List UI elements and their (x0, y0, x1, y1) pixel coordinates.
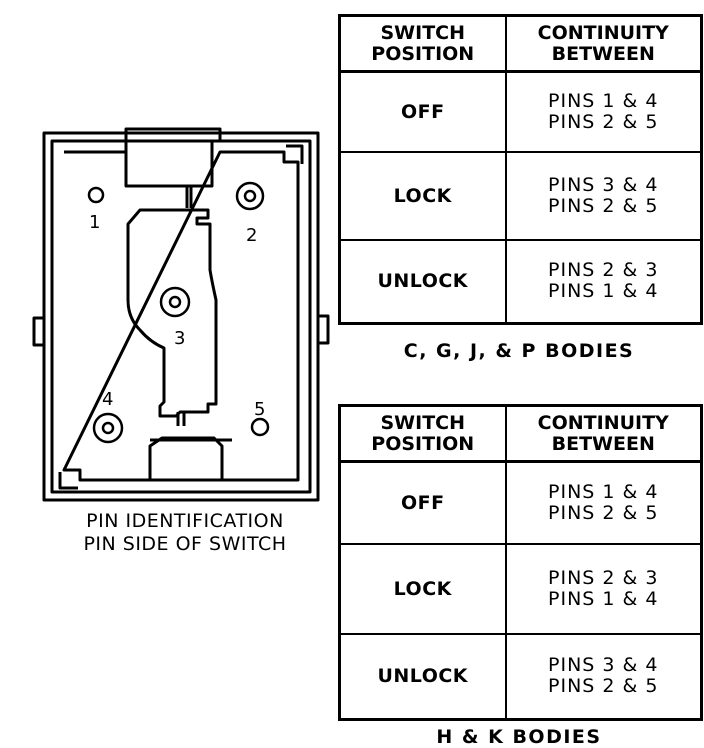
header-continuity-between: CONTINUITY BETWEEN (504, 404, 703, 463)
continuity-cell: PINS 2 & 3 PINS 1 & 4 (504, 542, 703, 635)
table-row: OFF PINS 1 & 4 PINS 2 & 5 (338, 70, 703, 153)
pin-4-label: 4 (102, 389, 113, 410)
pin-5 (250, 417, 270, 437)
table-row: OFF PINS 1 & 4 PINS 2 & 5 (338, 460, 703, 545)
header-continuity-between: CONTINUITY BETWEEN (504, 14, 703, 73)
pin-2 (235, 181, 265, 211)
switch-position-cell: UNLOCK (338, 632, 507, 721)
header-switch-position: SWITCH POSITION (338, 14, 507, 73)
table-header-row: SWITCH POSITION CONTINUITY BETWEEN (338, 404, 703, 463)
lower-contact-block (148, 436, 224, 480)
table-row: UNLOCK PINS 3 & 4 PINS 2 & 5 (338, 632, 703, 721)
continuity-cell: PINS 2 & 3 PINS 1 & 4 (504, 238, 703, 325)
switch-housing-outer (42, 131, 320, 502)
switch-position-cell: OFF (338, 70, 507, 153)
continuity-cell: PINS 1 & 4 PINS 2 & 5 (504, 460, 703, 545)
pin-3 (159, 286, 191, 318)
continuity-cell: PINS 3 & 4 PINS 2 & 5 (504, 150, 703, 241)
switch-position-cell: OFF (338, 460, 507, 545)
left-tab (32, 316, 44, 347)
caption-line-2: PIN SIDE OF SWITCH (83, 533, 287, 555)
caption-line-1: PIN IDENTIFICATION (86, 510, 284, 532)
pin-5-label: 5 (254, 399, 265, 420)
top-tab (124, 127, 222, 141)
pin-2-label: 2 (246, 225, 257, 246)
table-row: LOCK PINS 3 & 4 PINS 2 & 5 (338, 150, 703, 241)
corner-notch-top-right (286, 144, 304, 164)
continuity-cell: PINS 1 & 4 PINS 2 & 5 (504, 70, 703, 153)
continuity-cell: PINS 3 & 4 PINS 2 & 5 (504, 632, 703, 721)
pin-4 (92, 412, 124, 444)
continuity-table-hk: SWITCH POSITION CONTINUITY BETWEEN OFF P… (338, 404, 703, 721)
center-slider (126, 208, 218, 418)
corner-notch-bottom-left (58, 472, 78, 490)
switch-face (62, 150, 300, 482)
continuity-table-cgjp: SWITCH POSITION CONTINUITY BETWEEN OFF P… (338, 14, 703, 325)
switch-pin-diagram: 1 2 3 4 5 (32, 127, 330, 502)
diagram-caption: PIN IDENTIFICATION PIN SIDE OF SWITCH (40, 510, 330, 556)
pin-1-label: 1 (89, 212, 100, 233)
header-switch-position: SWITCH POSITION (338, 404, 507, 463)
table-header-row: SWITCH POSITION CONTINUITY BETWEEN (338, 14, 703, 73)
switch-housing-inner (50, 139, 312, 494)
table-row: UNLOCK PINS 2 & 3 PINS 1 & 4 (338, 238, 703, 325)
table-caption-hk: H & K BODIES (436, 726, 602, 748)
switch-position-cell: LOCK (338, 542, 507, 635)
right-tab (318, 314, 330, 345)
pin-3-label: 3 (174, 328, 185, 349)
pin-1 (87, 186, 105, 204)
switch-position-cell: LOCK (338, 150, 507, 241)
switch-position-cell: UNLOCK (338, 238, 507, 325)
table-row: LOCK PINS 2 & 3 PINS 1 & 4 (338, 542, 703, 635)
table-caption-cgjp: C, G, J, & P BODIES (403, 340, 635, 362)
upper-contact-block (124, 141, 214, 188)
